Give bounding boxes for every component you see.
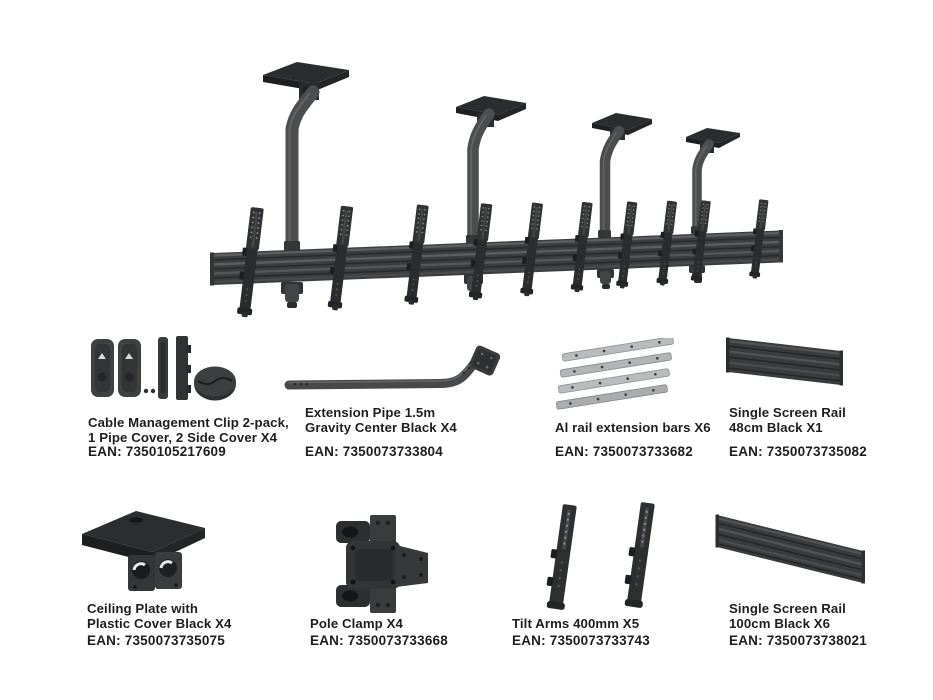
item-name: Cable Management Clip 2-pack, <box>88 415 289 430</box>
screen-rail <box>210 230 783 286</box>
item-name: Al rail extension bars X6 <box>555 420 711 435</box>
item-name: Single Screen Rail <box>729 601 846 616</box>
item-name: Gravity Center Black X4 <box>305 419 457 435</box>
item-ean: EAN: 7350073733743 <box>512 633 650 648</box>
tilt-arm-thumb-1 <box>546 504 577 610</box>
assembled-ceiling-mount-image <box>210 62 783 318</box>
single-screen-rail-100cm-icon <box>715 514 865 584</box>
tilt-arms-icon <box>546 502 655 610</box>
item-name: Extension Pipe 1.5m <box>305 405 436 420</box>
clip-shapes <box>91 336 236 401</box>
extension-pipes <box>285 85 714 263</box>
item-name: Tilt Arms 400mm X5 <box>512 615 640 631</box>
item-ean: EAN: 7350073733804 <box>305 443 443 459</box>
item-name: Single Screen Rail <box>729 405 846 420</box>
item-ean: EAN: 7350073735082 <box>729 443 867 459</box>
item-name: Plastic Cover Black X4 <box>87 615 232 631</box>
ceiling-plate-4 <box>686 128 740 153</box>
item-ean: EAN: 7350105217609 <box>88 443 226 459</box>
extension-pipe-icon <box>284 345 501 390</box>
item-name: Pole Clamp X4 <box>310 615 403 631</box>
item-name: 48cm Black X1 <box>729 419 823 435</box>
item-name: Ceiling Plate with <box>87 601 198 616</box>
item-ean: EAN: 7350073738021 <box>729 633 867 648</box>
alu-bars <box>555 338 674 410</box>
tilt-arm-thumb-2 <box>624 502 655 608</box>
item-name: 100cm Black X6 <box>729 615 831 631</box>
item-ean: EAN: 7350073733682 <box>555 443 693 459</box>
item-name: 1 Pipe Cover, 2 Side Cover X4 <box>88 429 278 445</box>
al-rail-extension-bars-icon <box>555 338 674 410</box>
cable-management-clips-icon <box>91 336 236 401</box>
pole-clamp-icon <box>336 515 428 613</box>
single-screen-rail-48cm-icon <box>726 337 843 386</box>
ceiling-plate-icon <box>82 511 205 591</box>
item-ean: EAN: 7350073735075 <box>87 633 225 648</box>
item-ean: EAN: 7350073733668 <box>310 633 448 648</box>
